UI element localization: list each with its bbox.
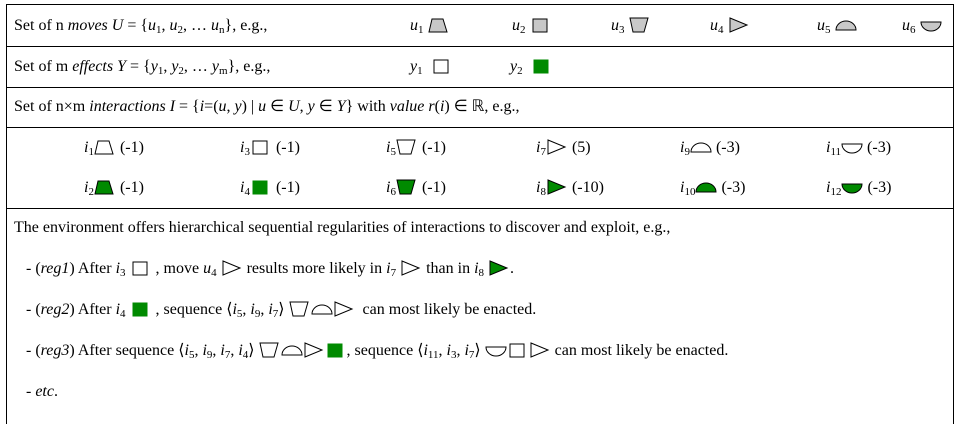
move-example: u4: [710, 16, 750, 36]
interaction-value: (-1): [417, 139, 446, 156]
trapezoid-down-icon: [288, 301, 311, 318]
trapezoid-down-icon: [396, 139, 418, 156]
interaction-value: (-1): [115, 179, 144, 196]
triangle-right-icon: [529, 342, 551, 359]
interaction-value: (-3): [711, 139, 740, 156]
half-circle-up-icon: [281, 342, 303, 359]
square-icon: [130, 301, 152, 318]
square-icon: [530, 17, 552, 34]
square-icon: [130, 260, 152, 277]
interaction-example: i6 (-1): [386, 179, 446, 198]
half-circle-up-icon: [695, 179, 717, 196]
interaction-value: (-3): [863, 179, 892, 196]
interaction-example: i2 (-1): [84, 179, 144, 198]
interaction-value: (-1): [115, 139, 144, 156]
interaction-value: (5): [567, 139, 591, 156]
half-circle-down-icon: [919, 17, 942, 34]
interaction-value: (-1): [271, 139, 300, 156]
content-frame: [6, 4, 954, 424]
trapezoid-down-icon: [396, 179, 418, 196]
filled-square-icon: [531, 58, 553, 75]
half-circle-up-icon: [311, 301, 333, 318]
triangle-right-icon: [221, 260, 243, 277]
move-example: u2: [512, 16, 552, 36]
triangle-right-icon: [728, 17, 750, 34]
interaction-value: (-3): [863, 139, 892, 156]
interaction-value: (-10): [567, 179, 604, 196]
square-icon: [250, 179, 272, 196]
divider: [6, 208, 954, 209]
interaction-value: (-1): [271, 179, 300, 196]
trapezoid-down-icon: [628, 17, 651, 34]
triangle-right-icon: [546, 179, 568, 196]
interaction-example: i12 (-3): [826, 179, 892, 198]
interactions-definition: Set of n×m interactions I = {i=(u, y) | …: [14, 98, 520, 115]
half-circle-down-icon: [485, 342, 507, 359]
interaction-example: i1 (-1): [84, 139, 144, 158]
effects-definition: Set of m effects Y = {y1, y2, … ym}, e.g…: [14, 58, 271, 77]
effect-example: y1: [410, 57, 453, 77]
divider: [6, 127, 954, 128]
divider: [6, 87, 954, 88]
trapezoid-up-icon: [94, 179, 116, 196]
etc-line: - etc.: [26, 383, 58, 400]
interaction-example: i9 (-3): [680, 139, 740, 158]
half-circle-down-icon: [841, 139, 863, 156]
interaction-example: i8 (-10): [536, 179, 604, 198]
square-icon: [250, 139, 272, 156]
half-circle-up-icon: [834, 17, 857, 34]
move-example: u1: [410, 16, 450, 36]
interaction-example: i10 (-3): [680, 179, 746, 198]
triangle-right-icon: [303, 342, 325, 359]
move-example: u5: [817, 16, 857, 36]
triangle-right-icon: [546, 139, 568, 156]
empty-square-icon: [431, 58, 453, 75]
interaction-example: i5 (-1): [386, 139, 446, 158]
half-circle-up-icon: [690, 139, 712, 156]
regularity-1: - (reg1) After i3 , move u4 results more…: [26, 260, 515, 279]
interaction-value: (-1): [417, 179, 446, 196]
interaction-example: i11 (-3): [826, 139, 892, 158]
environment-sentence: The environment offers hierarchical sequ…: [14, 219, 671, 236]
triangle-right-icon: [400, 260, 422, 277]
square-icon: [325, 342, 347, 359]
regularity-3: - (reg3) After sequence ⟨i5, i9, i7, i4⟩…: [26, 342, 729, 361]
interaction-example: i7 (5): [536, 139, 591, 158]
half-circle-down-icon: [841, 179, 863, 196]
square-icon: [507, 342, 529, 359]
trapezoid-up-icon: [427, 17, 450, 34]
moves-definition: Set of n moves U = {u1, u2, … un}, e.g.,: [14, 17, 268, 36]
triangle-right-icon: [488, 260, 510, 277]
triangle-right-icon: [333, 301, 355, 318]
trapezoid-down-icon: [258, 342, 281, 359]
trapezoid-up-icon: [94, 139, 116, 156]
divider: [6, 46, 954, 47]
interaction-value: (-3): [717, 179, 746, 196]
regularity-2: - (reg2) After i4 , sequence ⟨i5, i9, i7…: [26, 301, 537, 320]
move-example: u3: [611, 16, 651, 36]
interaction-example: i3 (-1): [240, 139, 300, 158]
move-example: u6: [902, 16, 942, 36]
effect-example: y2: [510, 57, 553, 77]
interaction-example: i4 (-1): [240, 179, 300, 198]
